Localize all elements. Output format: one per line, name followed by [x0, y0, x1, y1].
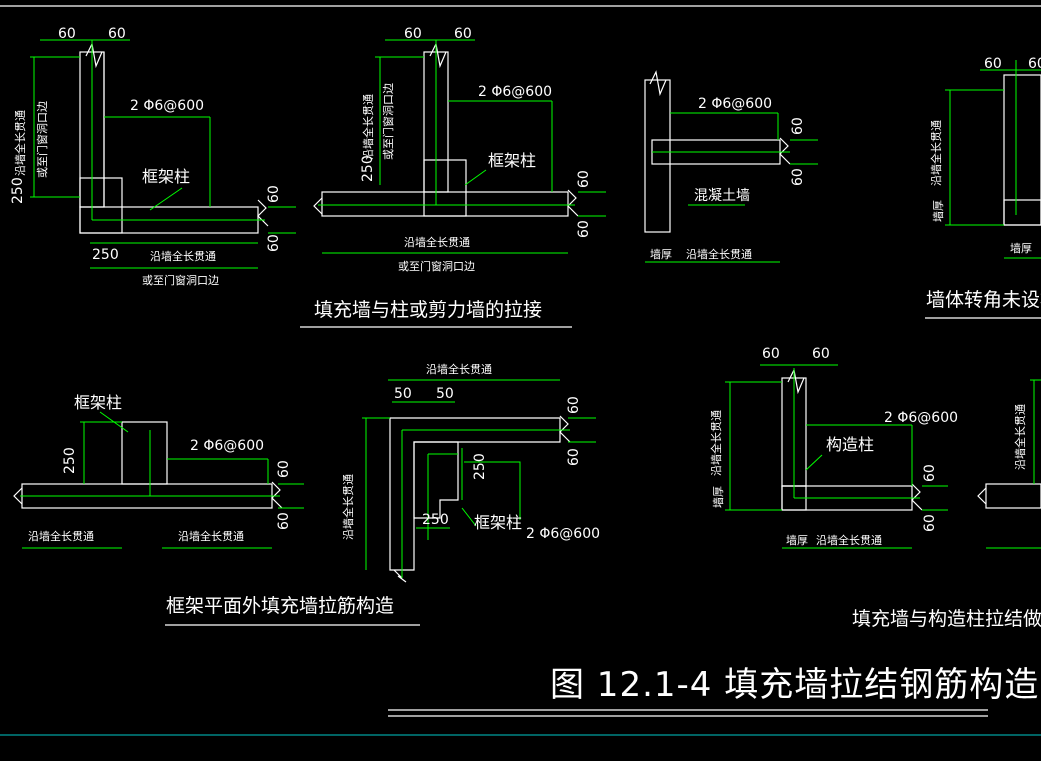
d1-dim-60-right: 60 — [108, 26, 126, 42]
d1-rebar-label: 2 Φ6@600 — [130, 98, 204, 114]
d1-dim-60-b: 60 — [266, 234, 282, 252]
d2-vert-full-length: 沿墙全长贯通 — [361, 94, 375, 160]
d3-dim-60-b: 60 — [790, 168, 806, 186]
d3-full-length-label: 沿墙全长贯通 — [686, 247, 752, 261]
d6-dim-250-vert: 250 — [472, 453, 488, 480]
d4-vert-wall-thickness: 墙厚 — [931, 200, 945, 222]
d1-dim-60-a: 60 — [266, 185, 282, 203]
d8-vert-full-length: 沿墙全长贯通 — [1013, 404, 1027, 470]
d6-dim-50-left: 50 — [394, 386, 412, 402]
d4-dim-60-right: 60 — [1028, 56, 1041, 72]
d1-dim-60-left: 60 — [58, 26, 76, 42]
d1-opening-label: 或至门窗洞口边 — [142, 273, 219, 287]
d6-dim-60-a: 60 — [566, 396, 582, 414]
caption-4: 填充墙与构造柱拉结做法 — [852, 608, 1041, 630]
d2-column-label: 框架柱 — [488, 151, 536, 170]
d5-rebar-label: 2 Φ6@600 — [190, 438, 264, 454]
d6-full-length-top: 沿墙全长贯通 — [426, 362, 492, 376]
d4-dim-60-left: 60 — [984, 56, 1002, 72]
d7-vert-full-length: 沿墙全长贯通 — [709, 410, 723, 476]
d2-dim-250: 250 — [360, 155, 376, 182]
d7-vert-wall-thickness: 墙厚 — [711, 486, 725, 508]
caption-1: 填充墙与柱或剪力墙的拉接 — [314, 299, 542, 321]
d7-rebar-label: 2 Φ6@600 — [884, 410, 958, 426]
d3-rebar-label: 2 Φ6@600 — [698, 96, 772, 112]
d2-full-length-label: 沿墙全长贯通 — [404, 235, 470, 249]
d7-full-length-label: 沿墙全长贯通 — [816, 533, 882, 547]
d7-dim-60-a: 60 — [922, 464, 938, 482]
d2-dim-60-left: 60 — [404, 26, 422, 42]
detail-8-cropped — [977, 379, 1041, 549]
d6-dim-60-b: 60 — [566, 448, 582, 466]
d2-opening-label: 或至门窗洞口边 — [398, 259, 475, 273]
d3-dim-60-a: 60 — [790, 117, 806, 135]
d2-rebar-label: 2 Φ6@600 — [478, 84, 552, 100]
detail-3-concrete-wall — [644, 70, 818, 263]
detail-1-wall-column — [30, 39, 296, 269]
detail-5-out-of-plane — [13, 411, 420, 626]
detail-6-corner-column — [362, 379, 596, 583]
caption-2: 墙体转角未设构造 — [926, 289, 1041, 311]
d2-dim-60-b: 60 — [576, 220, 592, 238]
d5-full-length-left: 沿墙全长贯通 — [28, 529, 94, 543]
d5-dim-60-b: 60 — [276, 512, 292, 530]
d1-vert-full-length: 沿墙全长贯通 — [13, 110, 27, 176]
figure-title: 图 12.1-4 填充墙拉结钢筋构造 — [550, 665, 1039, 705]
d5-dim-60-a: 60 — [276, 460, 292, 478]
d1-column-label: 框架柱 — [142, 167, 190, 186]
d7-dim-60-right: 60 — [812, 346, 830, 362]
d5-full-length-right: 沿墙全长贯通 — [178, 529, 244, 543]
d7-dim-60-b: 60 — [922, 514, 938, 532]
d3-concrete-wall-label: 混凝土墙 — [694, 188, 750, 204]
d7-column-label: 构造柱 — [826, 435, 874, 454]
d5-dim-250: 250 — [62, 447, 78, 474]
detail-7-constructional-column — [725, 364, 948, 549]
d2-dim-60-a: 60 — [576, 170, 592, 188]
d1-full-length-label: 沿墙全长贯通 — [150, 249, 216, 263]
d6-dim-50-right: 50 — [436, 386, 454, 402]
d1-vert-opening: 或至门窗洞口边 — [35, 101, 49, 178]
d7-wall-thickness: 墙厚 — [786, 533, 808, 547]
detail-2-through-wall — [300, 39, 606, 328]
d6-rebar-label: 2 Φ6@600 — [526, 526, 600, 542]
d6-dim-250-horiz: 250 — [422, 512, 449, 528]
detail-4-wall-corner — [925, 60, 1041, 319]
d5-column-label: 框架柱 — [74, 393, 122, 412]
d4-vert-full-length: 沿墙全长贯通 — [929, 120, 943, 186]
d4-wall-thickness: 墙厚 — [1010, 241, 1032, 255]
d2-dim-60-right: 60 — [454, 26, 472, 42]
d3-wall-thickness: 墙厚 — [650, 247, 672, 261]
caption-3: 框架平面外填充墙拉筋构造 — [166, 595, 394, 617]
d6-column-label: 框架柱 — [474, 513, 522, 532]
d2-vert-opening: 或至门窗洞口边 — [381, 83, 395, 160]
d1-dim-250-horiz: 250 — [92, 247, 119, 263]
d1-dim-250-vert: 250 — [10, 177, 26, 204]
d6-vert-full-length: 沿墙全长贯通 — [341, 474, 355, 540]
d7-dim-60-left: 60 — [762, 346, 780, 362]
